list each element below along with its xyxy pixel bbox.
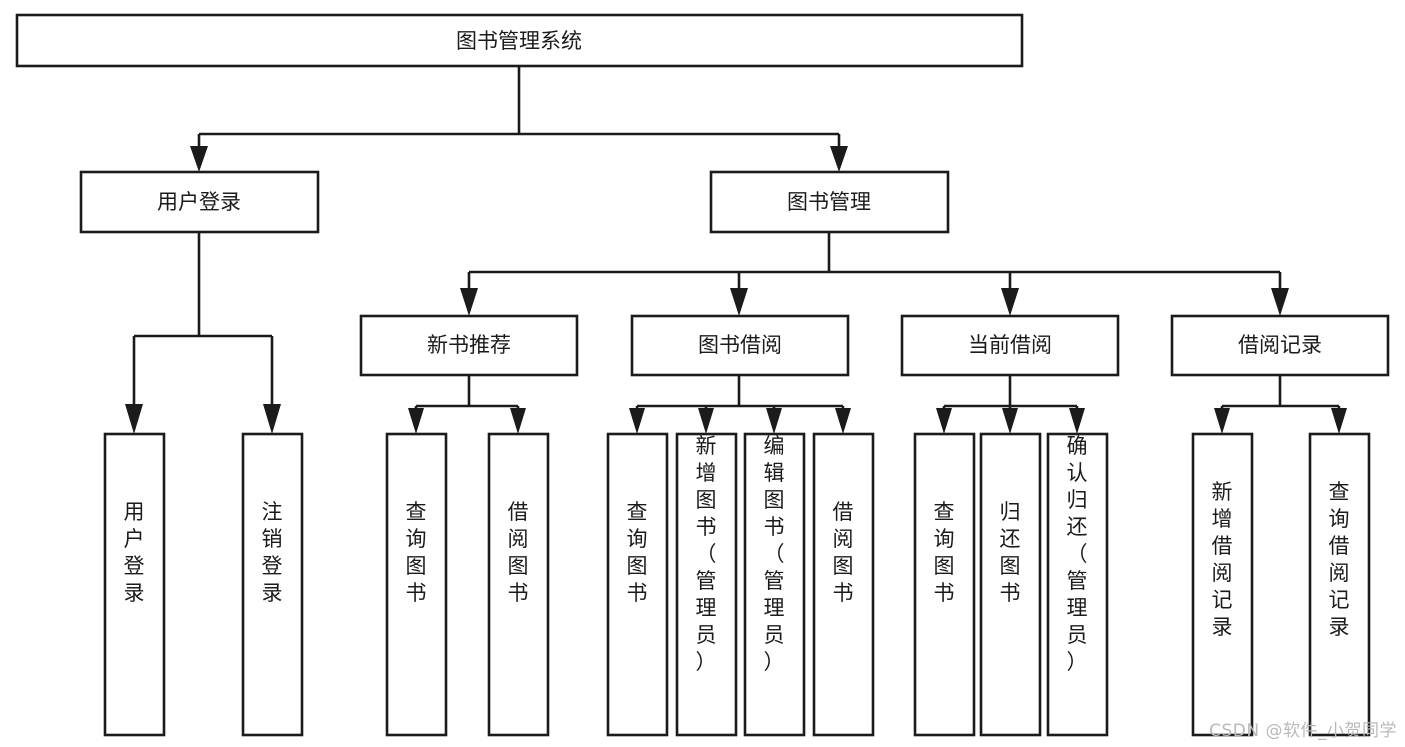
arrow-head-icon-leaf-query-record	[1331, 408, 1347, 434]
node-root-box[interactable]	[15, 13, 1024, 68]
node-leaf-borrow-book-1-box[interactable]	[487, 432, 550, 737]
node-book-borrow-label: 图书借阅	[698, 333, 782, 357]
node-leaf-query-record[interactable]: 查询借阅记录	[1308, 432, 1371, 737]
node-book-management[interactable]: 图书管理	[709, 170, 950, 234]
arrow-head-icon-leaf-query-book-2	[629, 408, 645, 434]
arrow-head-icon-leaf-add-record	[1214, 408, 1230, 434]
node-user-login[interactable]: 用户登录	[79, 170, 320, 234]
node-leaf-confirm-return-box[interactable]	[1046, 432, 1109, 737]
node-leaf-user-login-box[interactable]	[103, 432, 166, 737]
node-user-login-box[interactable]	[79, 170, 320, 234]
node-leaf-user-login-label: 用户登录	[124, 500, 145, 605]
node-leaf-user-login[interactable]: 用户登录	[103, 432, 166, 737]
arrow-head-icon-leaf-borrow-book-1	[510, 408, 526, 434]
node-book-management-label: 图书管理	[787, 190, 871, 214]
arrow-head-icon-leaf-edit-book	[766, 408, 782, 434]
arrow-head-icon-new-book-recommend	[460, 288, 478, 316]
node-leaf-add-record[interactable]: 新增借阅记录	[1191, 432, 1254, 737]
arrow-head-icon-borrow-record	[1271, 288, 1289, 316]
node-leaf-borrow-book-2-label: 借阅图书	[833, 500, 854, 605]
node-current-borrow-label: 当前借阅	[968, 333, 1052, 357]
csdn-watermark: CSDN @软件_小贺同学	[1209, 721, 1397, 741]
node-leaf-query-record-box[interactable]	[1308, 432, 1371, 737]
node-book-borrow-box[interactable]	[630, 314, 850, 377]
arrow-head-icon-leaf-borrow-book-2	[835, 408, 851, 434]
arrow-head-icon-leaf-query-book-3	[936, 408, 952, 434]
node-leaf-query-record-label: 查询借阅记录	[1329, 480, 1350, 639]
node-current-borrow[interactable]: 当前借阅	[900, 314, 1120, 377]
node-root[interactable]: 图书管理系统	[15, 13, 1024, 68]
node-book-borrow[interactable]: 图书借阅	[630, 314, 850, 377]
arrow-head-icon-book-borrow	[730, 288, 748, 316]
node-new-book-recommend[interactable]: 新书推荐	[359, 314, 579, 377]
node-borrow-record-label: 借阅记录	[1238, 333, 1322, 357]
node-borrow-record-box[interactable]	[1170, 314, 1390, 377]
arrow-head-icon-current-borrow	[1001, 288, 1019, 316]
node-leaf-query-book-3-label: 查询图书	[934, 500, 955, 605]
node-leaf-query-book-1-label: 查询图书	[406, 500, 427, 605]
node-leaf-borrow-book-1[interactable]: 借阅图书	[487, 432, 550, 737]
node-user-login-label: 用户登录	[157, 190, 241, 214]
node-leaf-user-logout-label: 注销登录	[262, 500, 283, 605]
node-leaf-edit-book[interactable]: 编辑图书（管理员）	[743, 432, 806, 737]
node-new-book-recommend-label: 新书推荐	[427, 333, 511, 357]
node-new-book-recommend-box[interactable]	[359, 314, 579, 377]
arrow-head-icon-leaf-user-logout	[263, 404, 281, 434]
node-leaf-confirm-return-label: 确认归还（管理员）	[1067, 434, 1088, 674]
arrow-head-icon-leaf-add-book	[698, 408, 714, 434]
node-root-label: 图书管理系统	[456, 29, 582, 53]
node-leaf-add-book[interactable]: 新增图书（管理员）	[675, 432, 738, 737]
node-leaf-edit-book-label: 编辑图书（管理员）	[764, 434, 785, 674]
connector-layer	[125, 66, 1347, 434]
node-leaf-query-book-2-box[interactable]	[606, 432, 669, 737]
node-leaf-query-book-1-box[interactable]	[385, 432, 448, 737]
node-leaf-add-book-box[interactable]	[675, 432, 738, 737]
node-leaf-query-book-2-label: 查询图书	[627, 500, 648, 605]
node-leaf-add-record-label: 新增借阅记录	[1212, 480, 1233, 639]
node-leaf-return-book-label: 归还图书	[1000, 500, 1021, 605]
node-leaf-add-record-box[interactable]	[1191, 432, 1254, 737]
node-borrow-record[interactable]: 借阅记录	[1170, 314, 1390, 377]
arrow-head-icon-leaf-confirm-return	[1069, 408, 1085, 434]
arrow-head-icon-leaf-query-book-1	[408, 408, 424, 434]
node-leaf-borrow-book-2[interactable]: 借阅图书	[812, 432, 875, 737]
node-leaf-return-book-box[interactable]	[979, 432, 1042, 737]
node-leaf-query-book-2[interactable]: 查询图书	[606, 432, 669, 737]
arrow-head-icon-user-login	[190, 146, 208, 172]
node-leaf-borrow-book-2-box[interactable]	[812, 432, 875, 737]
node-leaf-user-logout-box[interactable]	[241, 432, 304, 737]
arrow-head-icon-leaf-return-book	[1002, 408, 1018, 434]
node-leaf-user-logout[interactable]: 注销登录	[241, 432, 304, 737]
node-leaf-query-book-3-box[interactable]	[913, 432, 976, 737]
node-leaf-edit-book-box[interactable]	[743, 432, 806, 737]
node-leaf-add-book-label: 新增图书（管理员）	[696, 434, 717, 674]
node-leaf-query-book-1[interactable]: 查询图书	[385, 432, 448, 737]
node-book-management-box[interactable]	[709, 170, 950, 234]
node-leaf-return-book[interactable]: 归还图书	[979, 432, 1042, 737]
arrow-head-icon-leaf-user-login	[125, 404, 143, 434]
node-leaf-query-book-3[interactable]: 查询图书	[913, 432, 976, 737]
arrow-head-icon-book-management	[830, 146, 848, 172]
node-leaf-borrow-book-1-label: 借阅图书	[508, 500, 529, 605]
node-current-borrow-box[interactable]	[900, 314, 1120, 377]
node-leaf-confirm-return[interactable]: 确认归还（管理员）	[1046, 432, 1109, 737]
